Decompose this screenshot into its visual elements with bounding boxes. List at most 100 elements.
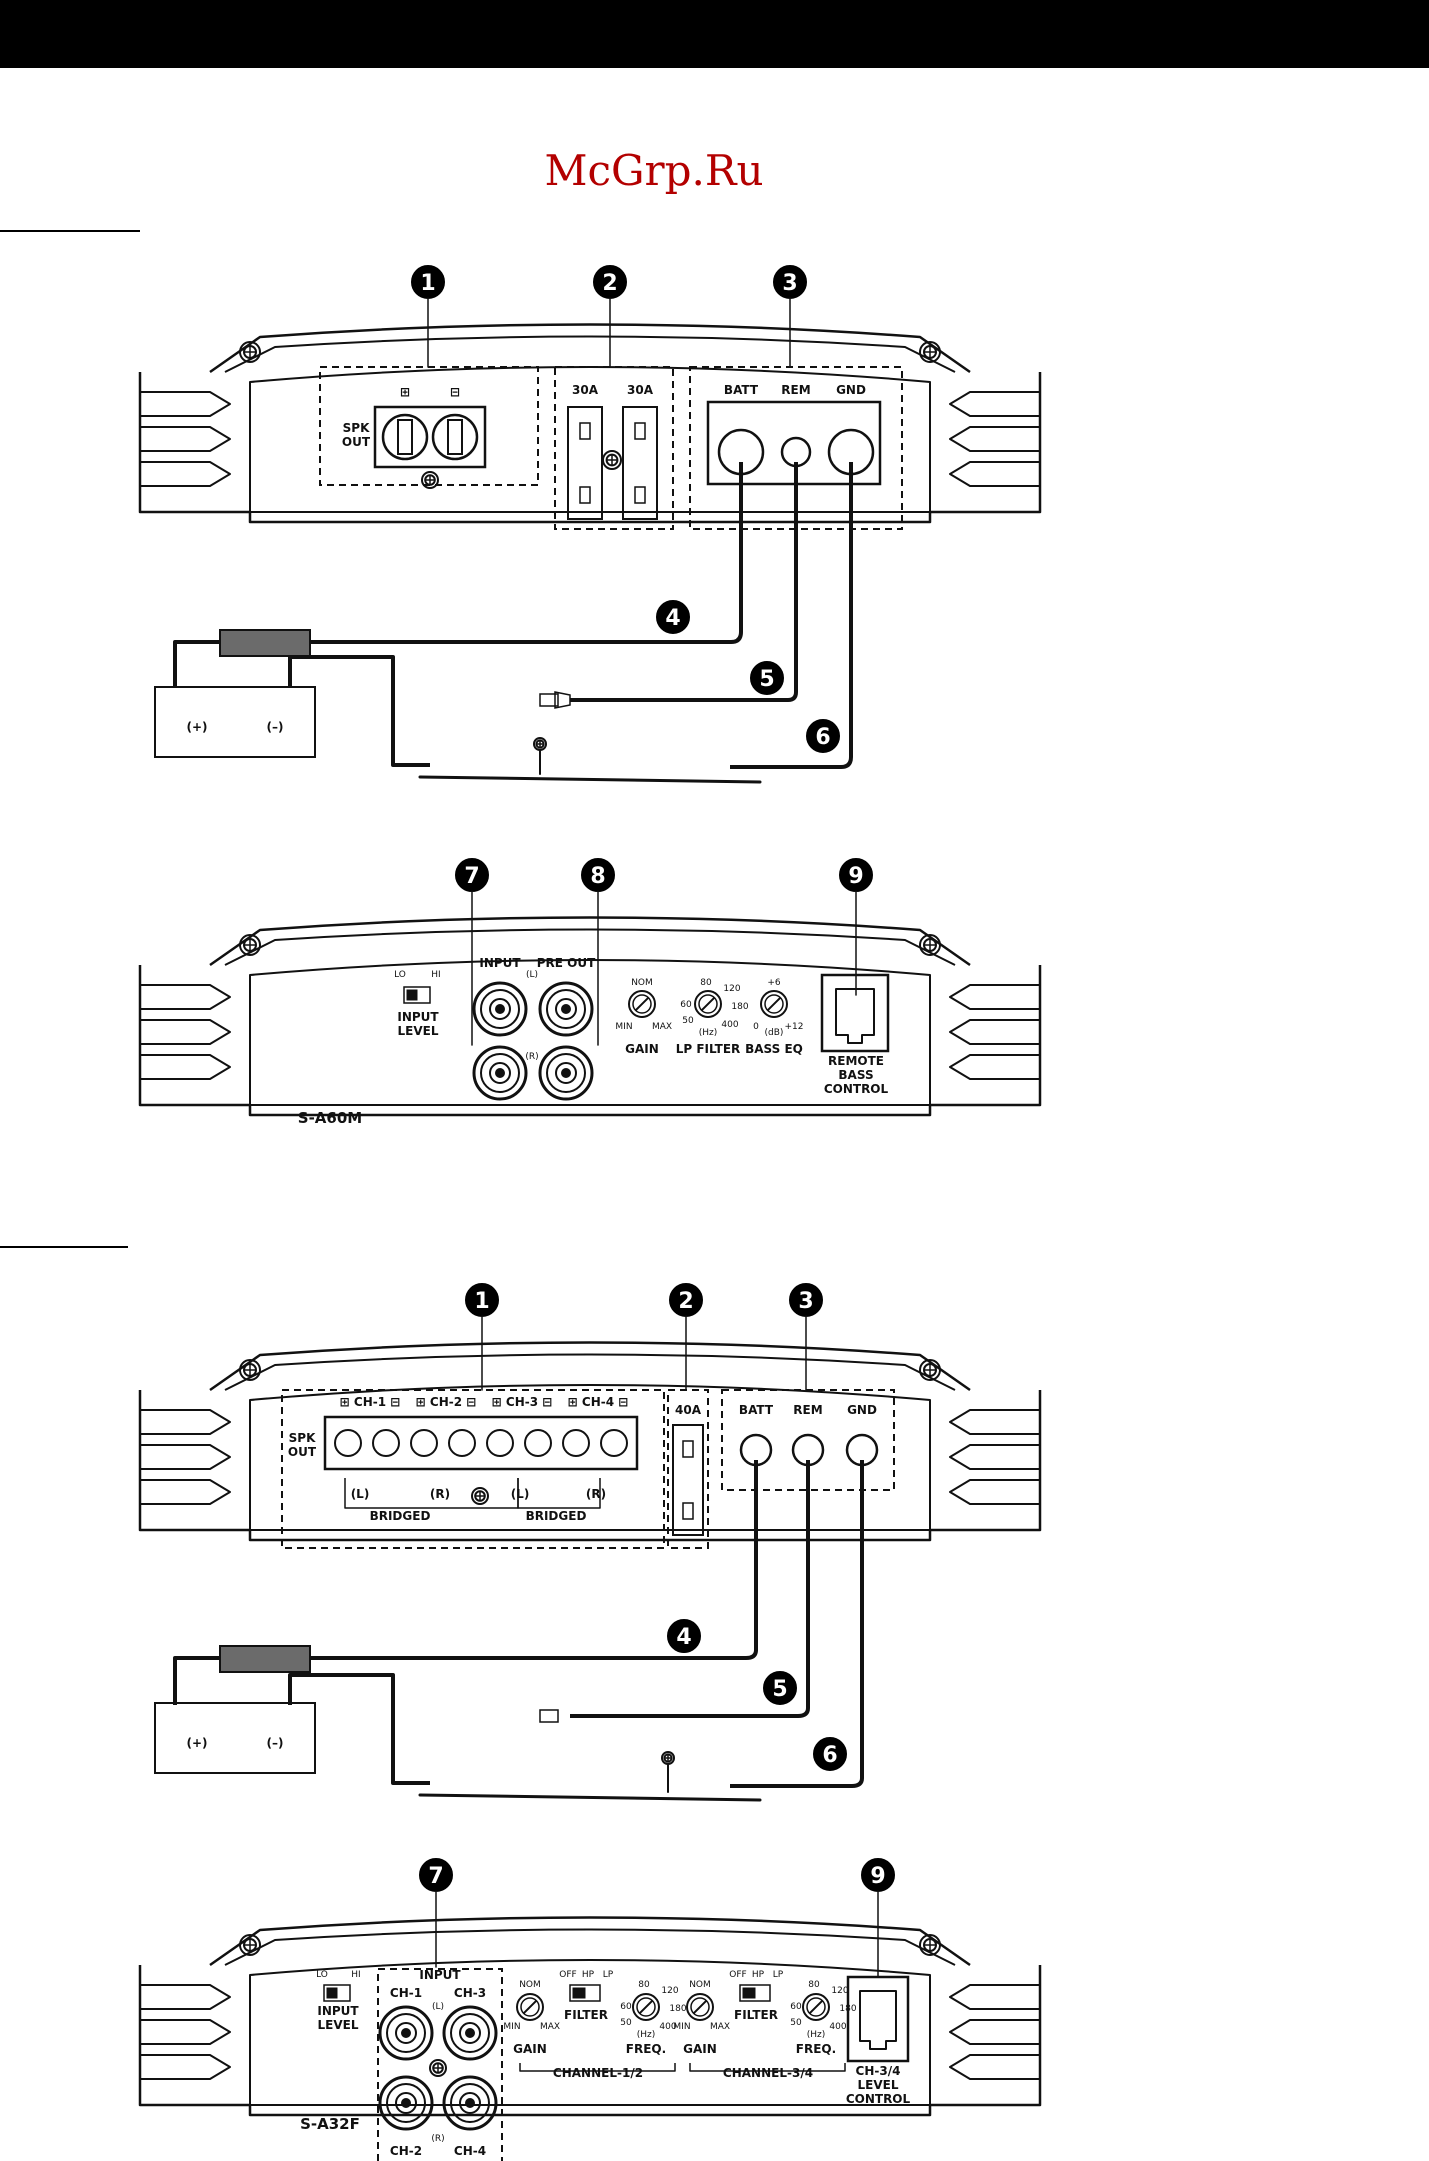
chassis-fin-left <box>140 1984 231 2010</box>
freq-tick: 120 <box>661 1986 678 1996</box>
chassis-fin-right <box>949 1409 1040 1435</box>
rca-jack-icon-ring <box>386 2083 426 2123</box>
gain-nom-label: NOM <box>689 1980 711 1990</box>
spk-terminal <box>486 1429 514 1457</box>
callout-number: 6 <box>815 725 830 750</box>
fuse-blade <box>634 422 646 440</box>
gain-label: GAIN <box>625 1042 659 1056</box>
chassis-fin-right <box>949 1479 1040 1505</box>
filter-off-label: OFF <box>729 1970 746 1980</box>
chassis-fin-right <box>949 1444 1040 1470</box>
fuse-icon <box>622 406 658 520</box>
rca-jack-icon-ring <box>450 2083 490 2123</box>
right-label: (R) <box>586 1487 606 1501</box>
gain-label: GAIN <box>513 2042 547 2056</box>
spk-terminal <box>600 1429 628 1457</box>
rca-jack-icon-pin <box>401 2098 411 2108</box>
rca-jack-icon-pin <box>465 2098 475 2108</box>
knob-icon <box>802 1993 830 2021</box>
gain-label: GAIN <box>683 2042 717 2056</box>
chassis-fin-left <box>140 461 231 487</box>
spk-out-group <box>281 1389 665 1549</box>
chassis-top-cap <box>209 1916 971 1967</box>
callout-badge <box>813 1737 847 1771</box>
left-label: (L) <box>351 1487 370 1501</box>
gain-nom-label: NOM <box>519 1980 541 1990</box>
rca-jack-icon <box>378 2005 434 2061</box>
remote-port-icon <box>820 973 890 1053</box>
spk-terminal <box>524 1429 552 1457</box>
section-rule-2 <box>0 1246 128 1248</box>
power-terminal-group <box>721 1389 895 1491</box>
right-label: (R) <box>430 1487 450 1501</box>
callout-number: 1 <box>420 271 435 296</box>
spk-terminal <box>448 1429 476 1457</box>
freq-tick: 120 <box>831 1986 848 1996</box>
freq-tick: 80 <box>808 1980 820 1990</box>
fuse-group <box>667 1389 709 1549</box>
batt-wire <box>305 462 743 644</box>
spk-terminal-block <box>323 1415 639 1471</box>
watermark-text: McGrp.Ru <box>544 146 763 195</box>
chassis-panel <box>249 1959 931 2106</box>
freq-unit-label: (Hz) <box>637 2030 656 2040</box>
spk-terminal <box>334 1429 362 1457</box>
rca-jack-icon-pin <box>495 1004 505 1014</box>
slide-switch-knob <box>406 989 418 1001</box>
callout-badge <box>750 661 784 695</box>
callout-number: 1 <box>474 1289 489 1314</box>
filter-lp-label: LP <box>773 1970 784 1980</box>
spk-out-label: SPK <box>289 1431 316 1445</box>
filter-label: FILTER <box>564 2008 608 2022</box>
rca-jack-icon-inner <box>459 2022 481 2044</box>
rem-label: REM <box>781 383 810 397</box>
knob-icon-inner <box>806 1997 826 2017</box>
chassis-top-cap-inner <box>224 1353 956 1391</box>
chassis-top-cap-inner <box>224 1928 956 1966</box>
fuse-group <box>554 366 674 530</box>
chassis-top-cap <box>209 1341 971 1392</box>
freq-tick: 60 <box>790 2002 802 2012</box>
bass-tick: 0 <box>753 1022 759 1032</box>
header-bar <box>0 0 1429 68</box>
screw-icon <box>239 1359 261 1381</box>
chassis-fin-left <box>140 2019 231 2045</box>
screw-icon <box>919 1934 941 1956</box>
rca-jack-icon-ring <box>386 2013 426 2053</box>
chassis-fin-left <box>140 984 231 1010</box>
rca-jack-icon-inner <box>489 998 511 1020</box>
channel-label: CHANNEL-1/2 <box>553 2066 643 2080</box>
bass-tick: +6 <box>767 978 781 988</box>
chassis-ground-line <box>418 775 762 784</box>
lp-filter-label: LP FILTER <box>676 1042 741 1056</box>
rca-jack-icon-pin <box>561 1004 571 1014</box>
knob-pointer <box>693 2000 707 2014</box>
freq-tick: 50 <box>790 2018 802 2028</box>
chassis-fin-right <box>949 2019 1040 2045</box>
knob-icon <box>632 1993 660 2021</box>
rca-jack-icon <box>538 1045 594 1101</box>
batt-wire <box>305 1460 758 1660</box>
filter-label: FILTER <box>734 2008 778 2022</box>
chassis-fin-left <box>140 1479 231 1505</box>
screw-icon <box>919 341 941 363</box>
chassis-outline <box>138 372 1042 524</box>
chassis-fin-right <box>949 1054 1040 1080</box>
rca-jack-icon-ring <box>480 1053 520 1093</box>
knob-pointer <box>809 2000 823 2014</box>
batt-label: BATT <box>739 1403 774 1417</box>
spk-out-label: OUT <box>288 1445 317 1459</box>
chassis-fin-left <box>140 2054 231 2080</box>
rca-jack-icon <box>442 2005 498 2061</box>
filter-hp-label: HP <box>582 1970 595 1980</box>
fuse-blade <box>579 486 591 504</box>
knob-pointer <box>523 2000 537 2014</box>
spk-terminal <box>372 1429 400 1457</box>
chassis-fin-right <box>949 426 1040 452</box>
rca-jack-icon <box>472 1045 528 1101</box>
chassis-panel <box>249 1384 931 1531</box>
ch34-port-slot <box>859 1990 897 2050</box>
gain-max-label: MAX <box>710 2022 730 2032</box>
battery-plus-label: (+) <box>186 720 207 734</box>
screw-icon <box>602 450 622 470</box>
